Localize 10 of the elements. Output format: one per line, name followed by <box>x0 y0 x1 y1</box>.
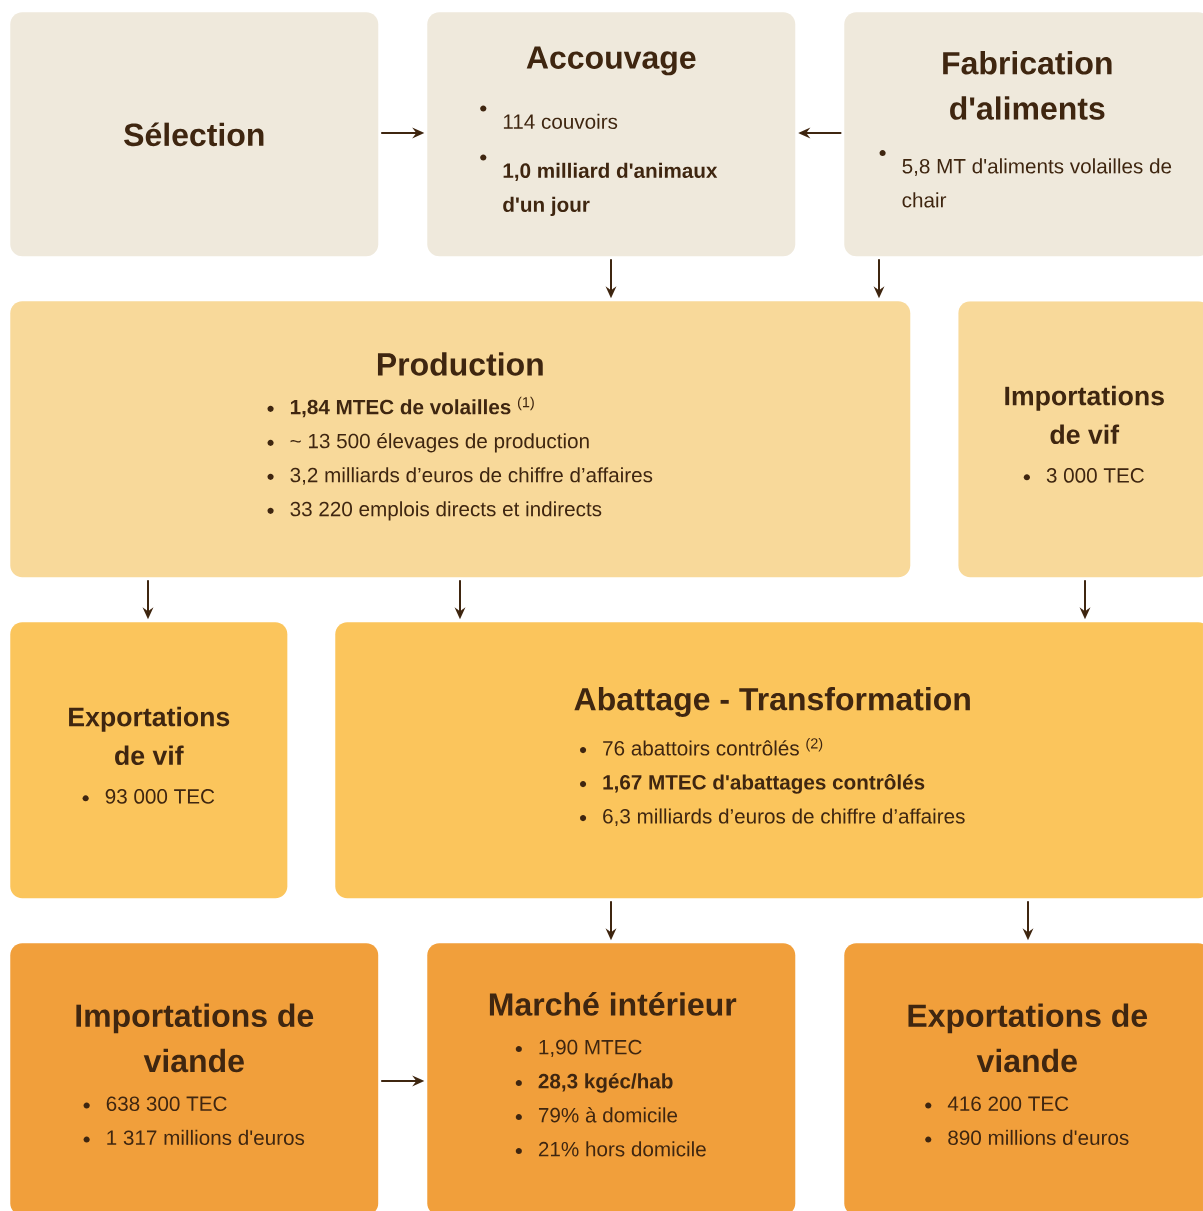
flow-box: Exportations de viande 416 200 TEC 890 millions d'euros <box>844 943 1203 1211</box>
flow-box: Importations de vif 3 000 TEC <box>958 301 1203 578</box>
flow-box: Production 1,84 MTEC de volailles $^{(1)}$ ~ 13 500 élevages de production 3,2 milliards d’euros de chiffre d’affaires 33 220 emplois directs et indirects <box>10 301 911 578</box>
flow-box: Marché intérieur 1,90 MTEC 28,3 kgéc/hab 79% à domicile 21% hors domicile <box>427 943 796 1211</box>
flow-box: Fabrication d'aliments 5,8 MT d'aliments volailles de chair <box>844 12 1203 257</box>
flow-box: Accouvage 114 couvoirs 1,0 milliard d'animaux d'un jour <box>427 12 796 257</box>
flow-box: Abattage - Transformation 76 abattoirs contrôlés $^{(2)}$ 1,67 MTEC d'abattages contrôlés 6,3 milliards d’euros de chiffre d’affaires <box>335 622 1203 899</box>
flow-box: Importations de viande 638 300 TEC 1 317 millions d'euros <box>10 943 379 1211</box>
flow-box: Exportations de vif 93 000 TEC <box>10 622 288 899</box>
flow-box: Sélection <box>10 12 379 257</box>
